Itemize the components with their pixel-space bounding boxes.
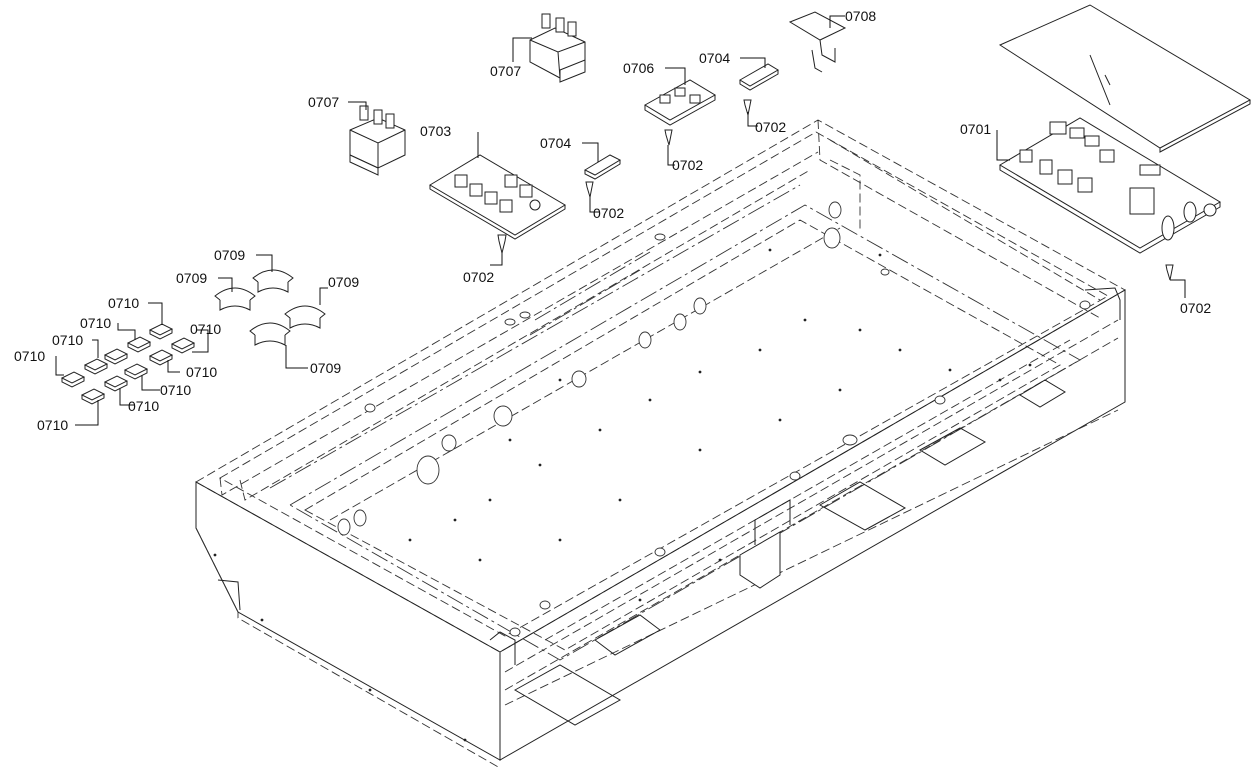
- label-0710-7: 0710: [160, 382, 191, 398]
- part-0707-transformer-b: [349, 105, 406, 176]
- part-0707-transformer-a: [529, 13, 586, 83]
- label-0704-a: 0704: [540, 135, 571, 151]
- label-0710-4: 0710: [14, 348, 45, 364]
- label-0702-right: 0702: [1180, 300, 1211, 316]
- label-0702-0704b: 0702: [755, 119, 786, 135]
- part-0702-screws: [497, 99, 1174, 281]
- label-0707-left: 0707: [308, 94, 339, 110]
- label-0702-0706: 0702: [672, 157, 703, 173]
- part-0706-small-board: [644, 79, 716, 126]
- label-0707-top: 0707: [490, 63, 521, 79]
- label-0710-6: 0710: [186, 364, 217, 380]
- label-0709-right: 0709: [328, 274, 359, 290]
- label-0701: 0701: [960, 121, 991, 137]
- chassis-holes: [337, 201, 1091, 637]
- label-0710-1: 0710: [108, 295, 139, 311]
- label-0709-left: 0709: [176, 270, 207, 286]
- label-0702-0703: 0702: [463, 269, 494, 285]
- label-0709-bottom: 0709: [310, 360, 341, 376]
- label-0710-5: 0710: [190, 321, 221, 337]
- label-0709-top: 0709: [214, 247, 245, 263]
- board-cover-plate: [998, 4, 1252, 153]
- part-0704-board-b: [739, 63, 779, 91]
- label-0702-0704a: 0702: [593, 205, 624, 221]
- label-0710-3: 0710: [52, 332, 83, 348]
- part-0709-clips: [214, 269, 326, 346]
- callout-labels: 0701 0702 0703 0702 0704 0702 0706 0702 …: [14, 8, 1211, 433]
- part-0703-relay-board: [429, 154, 566, 240]
- chassis-frame: [195, 119, 1126, 769]
- label-0706: 0706: [623, 60, 654, 76]
- part-0704-board-a: [583, 154, 622, 180]
- label-0704-b: 0704: [699, 50, 730, 66]
- label-0708: 0708: [845, 8, 876, 24]
- label-0710-8: 0710: [128, 398, 159, 414]
- label-0710-2: 0710: [80, 315, 111, 331]
- leader-lines: [55, 15, 1186, 426]
- label-0703: 0703: [420, 123, 451, 139]
- part-0701-main-board: [999, 117, 1221, 254]
- label-0710-9: 0710: [37, 417, 68, 433]
- chassis-dots: [213, 248, 1032, 742]
- part-0708-bracket: [788, 11, 847, 73]
